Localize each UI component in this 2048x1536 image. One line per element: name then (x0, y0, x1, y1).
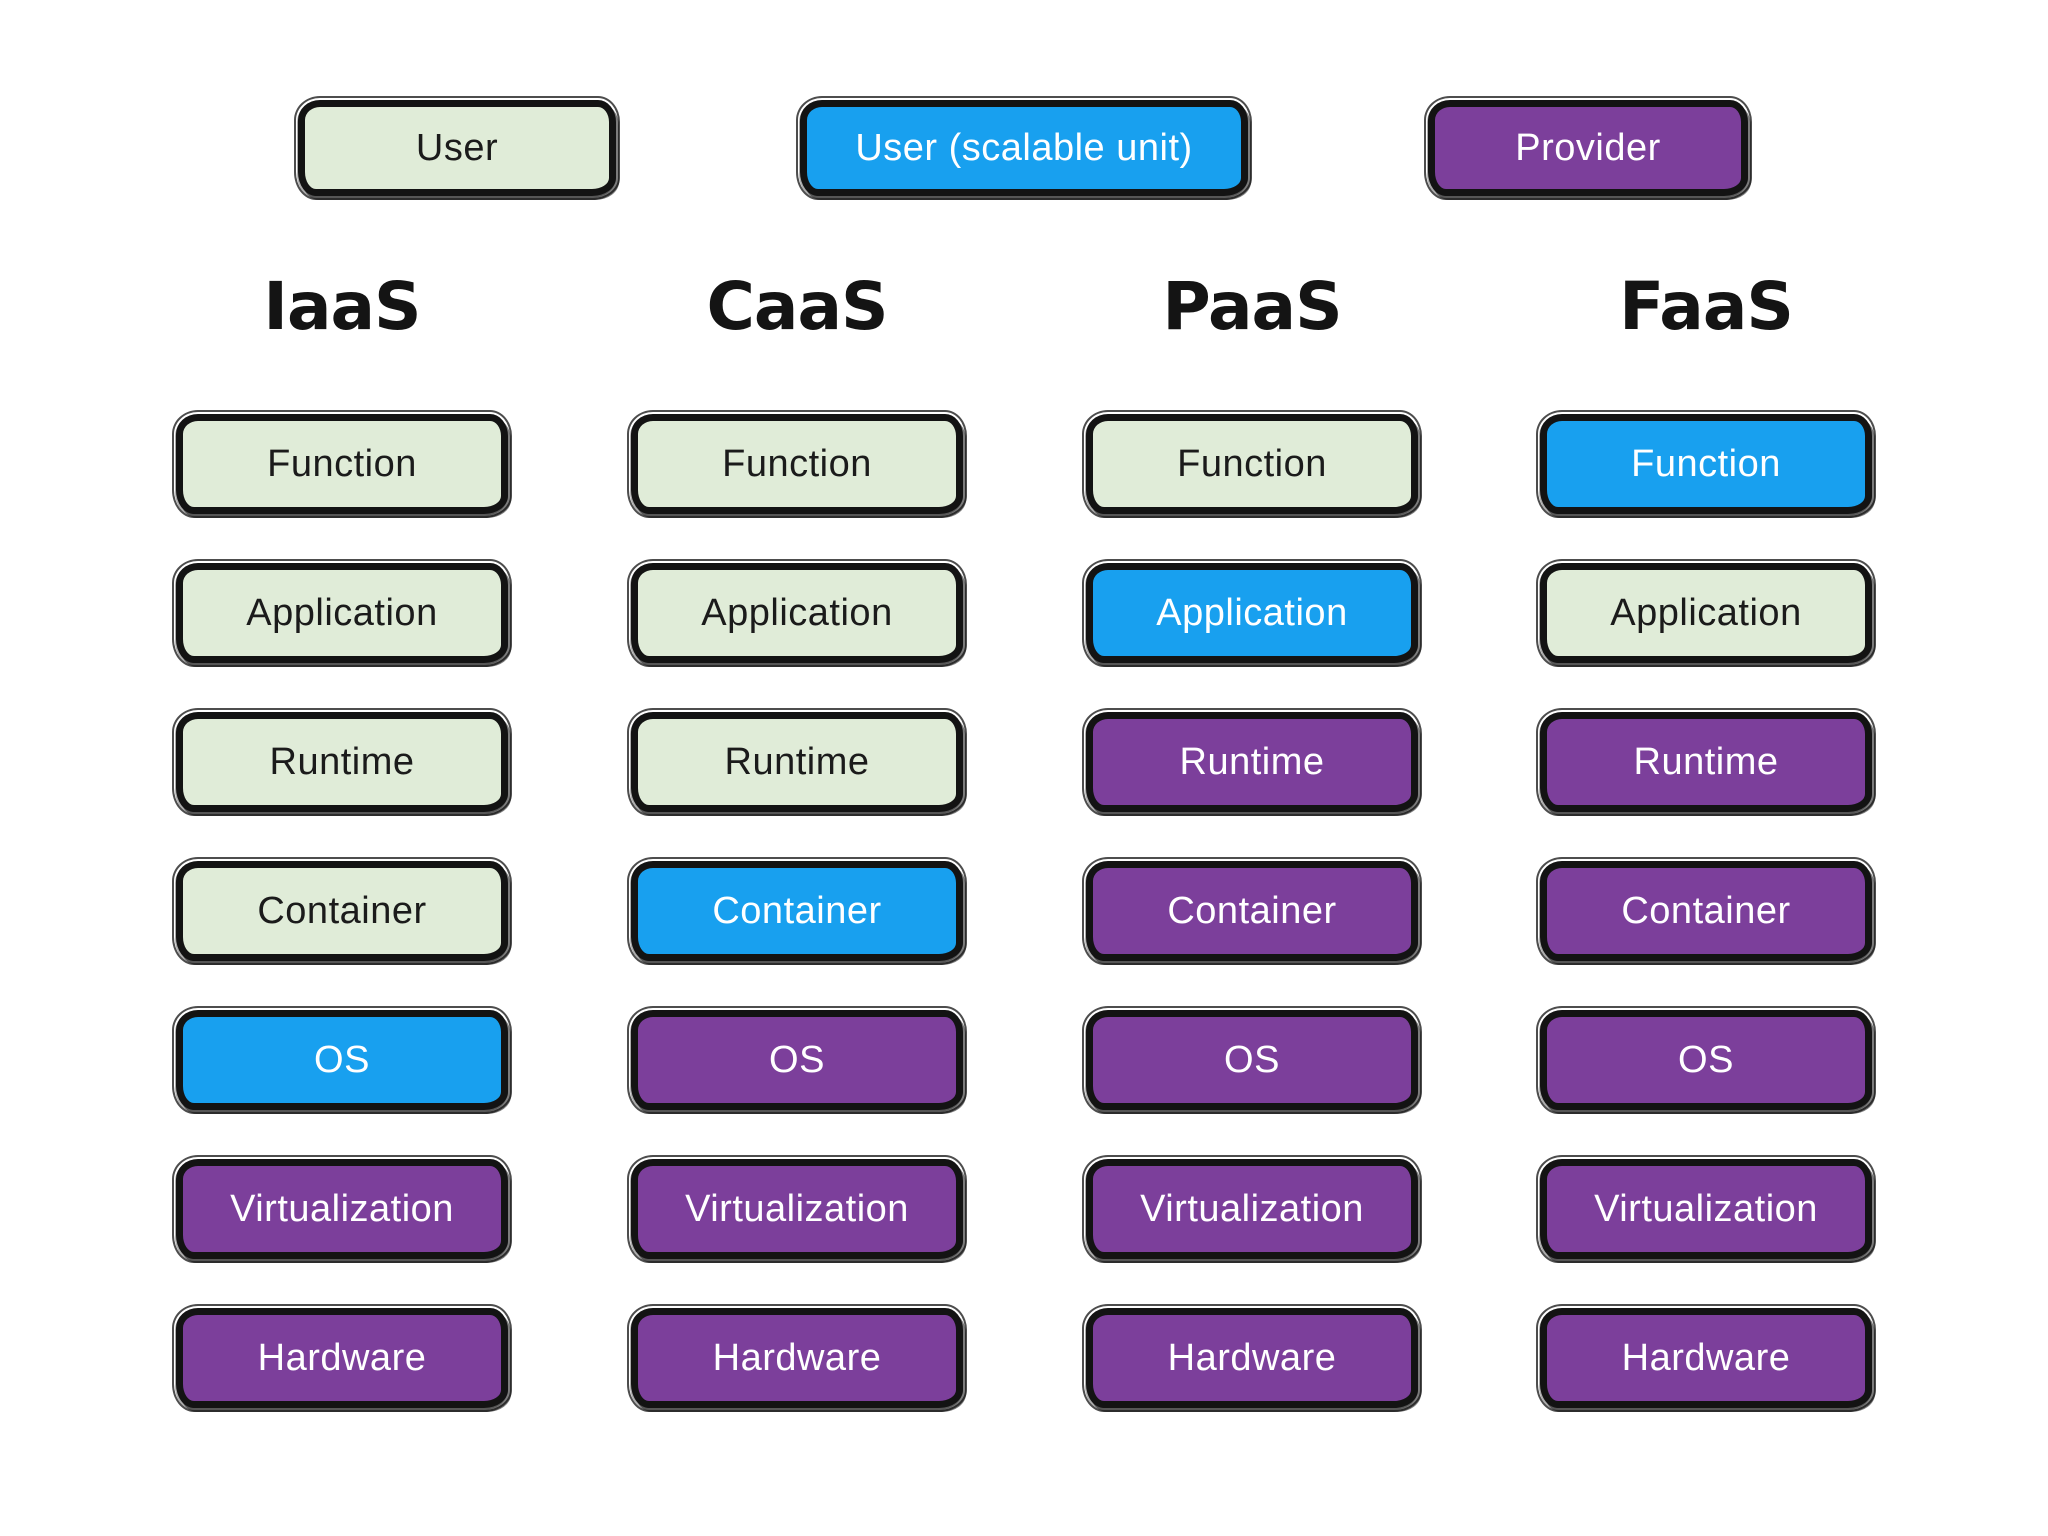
column-title-paas: PaaS (1162, 268, 1342, 345)
box-caas-virtualization-label: Virtualization (685, 1187, 909, 1230)
box-iaas-container: Container (172, 857, 512, 965)
box-caas-hardware: Hardware (627, 1304, 967, 1412)
box-paas-virtualization: Virtualization (1082, 1155, 1422, 1263)
box-iaas-function: Function (172, 410, 512, 518)
box-caas-virtualization: Virtualization (627, 1155, 967, 1263)
box-faas-virtualization: Virtualization (1536, 1155, 1876, 1263)
box-paas-hardware-label: Hardware (1167, 1336, 1337, 1379)
box-paas-function: Function (1082, 410, 1422, 518)
column-title-iaas: IaaS (263, 268, 421, 345)
box-paas-runtime-label: Runtime (1179, 740, 1325, 783)
box-paas-container: Container (1082, 857, 1422, 965)
box-iaas-hardware-label: Hardware (257, 1336, 427, 1379)
box-paas-os: OS (1082, 1006, 1422, 1114)
box-faas-hardware: Hardware (1536, 1304, 1876, 1412)
column-iaas: IaaS Function Application Runtime Contai… (172, 262, 512, 1457)
box-paas-container-label: Container (1167, 889, 1337, 932)
box-faas-container: Container (1536, 857, 1876, 965)
box-paas-application-label: Application (1156, 591, 1348, 634)
box-faas-function: Function (1536, 410, 1876, 518)
box-caas-runtime: Runtime (627, 708, 967, 816)
column-faas: FaaS Function Application Runtime Contai… (1536, 262, 1876, 1457)
box-iaas-runtime-label: Runtime (269, 740, 415, 783)
box-iaas-hardware: Hardware (172, 1304, 512, 1412)
box-caas-function: Function (627, 410, 967, 518)
box-caas-application: Application (627, 559, 967, 667)
box-faas-os: OS (1536, 1006, 1876, 1114)
legend-item-provider-label: Provider (1515, 126, 1661, 169)
box-caas-function-label: Function (722, 442, 872, 485)
legend-item-user-label: User (415, 126, 499, 169)
box-faas-runtime: Runtime (1536, 708, 1876, 816)
box-faas-hardware-label: Hardware (1621, 1336, 1791, 1379)
box-iaas-os-label: OS (314, 1038, 370, 1081)
column-caas: CaaS Function Application Runtime Contai… (627, 262, 967, 1457)
box-faas-runtime-label: Runtime (1633, 740, 1779, 783)
box-iaas-virtualization-label: Virtualization (230, 1187, 454, 1230)
box-paas-function-label: Function (1177, 442, 1327, 485)
column-paas: PaaS Function Application Runtime Contai… (1082, 262, 1422, 1457)
box-paas-application: Application (1082, 559, 1422, 667)
box-paas-runtime: Runtime (1082, 708, 1422, 816)
box-caas-os: OS (627, 1006, 967, 1114)
box-faas-container-label: Container (1621, 889, 1791, 932)
column-title-faas: FaaS (1619, 268, 1794, 345)
box-faas-function-label: Function (1631, 442, 1781, 485)
legend-item-user-scalable-unit: User (scalable unit) (796, 96, 1252, 200)
box-faas-application: Application (1536, 559, 1876, 667)
box-faas-application-label: Application (1610, 591, 1802, 634)
box-iaas-runtime: Runtime (172, 708, 512, 816)
box-caas-application-label: Application (701, 591, 893, 634)
box-iaas-application-label: Application (246, 591, 438, 634)
box-caas-runtime-label: Runtime (724, 740, 870, 783)
box-caas-container: Container (627, 857, 967, 965)
box-faas-os-label: OS (1678, 1038, 1734, 1081)
box-caas-container-label: Container (712, 889, 882, 932)
legend-item-user-scalable-unit-label: User (scalable unit) (855, 126, 1193, 169)
box-faas-virtualization-label: Virtualization (1594, 1187, 1818, 1230)
legend-item-provider: Provider (1424, 96, 1752, 200)
legend-item-user: User (294, 96, 620, 200)
box-caas-hardware-label: Hardware (712, 1336, 882, 1379)
box-paas-os-label: OS (1224, 1038, 1280, 1081)
box-iaas-os: OS (172, 1006, 512, 1114)
box-iaas-function-label: Function (267, 442, 417, 485)
box-caas-os-label: OS (769, 1038, 825, 1081)
box-iaas-container-label: Container (257, 889, 427, 932)
box-iaas-virtualization: Virtualization (172, 1155, 512, 1263)
box-paas-virtualization-label: Virtualization (1140, 1187, 1364, 1230)
box-iaas-application: Application (172, 559, 512, 667)
box-paas-hardware: Hardware (1082, 1304, 1422, 1412)
column-title-caas: CaaS (706, 268, 888, 345)
